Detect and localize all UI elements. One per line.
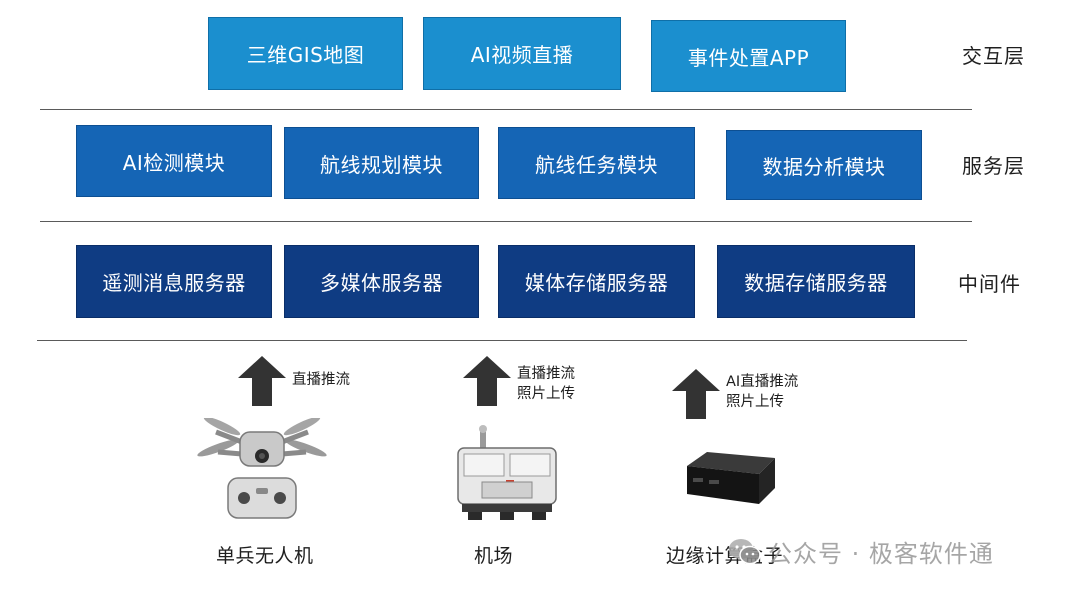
layer-label-service: 服务层	[962, 154, 1025, 178]
up-arrow-icon	[672, 369, 720, 419]
stream-line: 照片上传	[517, 386, 575, 402]
device-label-dock: 机场	[474, 545, 514, 567]
divider-3	[37, 340, 967, 341]
divider-2	[40, 221, 972, 222]
module-data-storage-server: 数据存储服务器	[717, 245, 915, 318]
stream-line: AI直播推流	[726, 374, 799, 390]
module-3d-gis-map: 三维GIS地图	[208, 17, 403, 90]
watermark: 公众号 · 极客软件通	[728, 534, 994, 569]
stream-label-drone: 直播推流	[292, 370, 350, 390]
edge-computing-box-icon	[687, 452, 775, 504]
module-data-analysis: 数据分析模块	[726, 130, 922, 200]
module-route-task: 航线任务模块	[498, 127, 695, 199]
wechat-icon	[729, 538, 761, 564]
stream-label-edge-box: AI直播推流 照片上传	[726, 372, 798, 412]
layer-label-middleware: 中间件	[958, 272, 1021, 296]
module-ai-detection: AI检测模块	[76, 125, 272, 197]
module-media-storage-server: 媒体存储服务器	[498, 245, 695, 318]
divider-1	[40, 109, 972, 110]
module-route-planning: 航线规划模块	[284, 127, 479, 199]
stream-line: 直播推流	[517, 366, 575, 382]
stream-line: 照片上传	[726, 394, 784, 410]
module-multimedia-server: 多媒体服务器	[284, 245, 479, 318]
device-label-drone: 单兵无人机	[216, 545, 314, 567]
up-arrow-icon	[238, 356, 286, 406]
layer-label-interaction: 交互层	[962, 44, 1025, 68]
module-event-handling-app: 事件处置APP	[651, 20, 846, 92]
drone-with-controller-icon	[197, 418, 327, 519]
up-arrow-icon	[463, 356, 511, 406]
stream-label-dock: 直播推流 照片上传	[517, 364, 575, 404]
module-ai-video-live: AI视频直播	[423, 17, 621, 90]
drone-dock-station-icon	[457, 425, 557, 520]
module-telemetry-message-server: 遥测消息服务器	[76, 245, 272, 318]
stream-line: 直播推流	[292, 372, 350, 388]
watermark-text: 公众号 · 极客软件通	[768, 540, 994, 568]
